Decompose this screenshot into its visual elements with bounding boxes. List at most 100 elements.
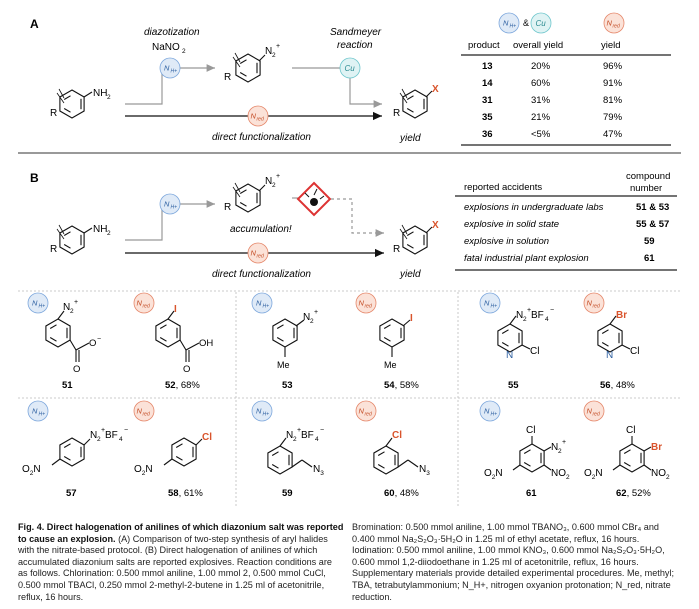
table-row: 36<5%47% [482, 129, 623, 140]
svg-text:59: 59 [644, 236, 655, 247]
svg-text:Me: Me [384, 360, 397, 370]
svg-text:N: N [286, 430, 293, 441]
compound-62: Cl Br NO2 O2N [584, 425, 670, 481]
arrow-sandmeyer [292, 67, 382, 108]
svg-text:2: 2 [310, 318, 314, 325]
panel-a-label: A [30, 17, 39, 31]
compound-58: Cl O2N [134, 432, 212, 477]
svg-text:20%: 20% [531, 61, 551, 72]
svg-text:NH: NH [93, 224, 107, 235]
svg-text:+: + [276, 43, 280, 50]
svg-text:BF: BF [105, 430, 118, 441]
svg-text:N: N [303, 312, 310, 323]
svg-text:product: product [468, 40, 500, 51]
nh-badge [479, 292, 501, 314]
compound-55: N 2 + BF 4 − Cl N [497, 307, 554, 361]
svg-text:N3: N3 [313, 464, 324, 477]
svg-text:2: 2 [107, 230, 111, 237]
compound-53: N 2 + Me [272, 309, 318, 370]
accident-table: reported accidents compound number explo… [455, 171, 677, 271]
panel-b-label: B [30, 171, 39, 185]
aniline-a: R NH 2 [50, 88, 111, 119]
svg-text:I: I [410, 313, 413, 324]
svg-text:N: N [551, 442, 558, 453]
figure-caption-right: Bromination: 0.500 mmol aniline, 1.00 mm… [352, 522, 674, 602]
aryl-halide-a: R X [393, 84, 439, 119]
cu-badge [339, 57, 361, 79]
reagent-sub: 2 [182, 48, 186, 55]
svg-text:31%: 31% [531, 95, 551, 106]
sandmeyer-label-1: Sandmeyer [330, 27, 382, 38]
svg-text:51 & 53: 51 & 53 [636, 202, 669, 213]
svg-text:R: R [224, 202, 231, 213]
compound-54: I Me [379, 313, 413, 370]
svg-text:2: 2 [523, 316, 527, 323]
svg-text:+: + [527, 307, 531, 314]
nred-badge [583, 400, 605, 422]
svg-text:I: I [174, 304, 177, 315]
svg-text:N: N [506, 350, 513, 361]
arrow-diazotization-b [125, 200, 215, 241]
nh-badge [27, 400, 49, 422]
svg-text:Cl: Cl [630, 346, 639, 357]
diazonium-a: R N 2 + [224, 43, 280, 83]
svg-text:61: 61 [644, 253, 655, 264]
svg-text:N3: N3 [419, 464, 430, 477]
nh-badge [27, 292, 49, 314]
svg-text:R: R [50, 108, 57, 119]
svg-text:Cl: Cl [202, 432, 212, 443]
nh-badge [159, 57, 181, 79]
svg-text:−: − [124, 427, 128, 434]
svg-text:N: N [606, 350, 613, 361]
svg-text:4: 4 [119, 436, 123, 443]
nh-badge [251, 292, 273, 314]
svg-text:−: − [97, 336, 101, 343]
aryl-halide-b: R X [393, 220, 439, 255]
accumulation-label: accumulation! [230, 224, 292, 235]
svg-text:O2N: O2N [22, 464, 41, 477]
svg-text:2: 2 [107, 94, 111, 101]
svg-text:O2N: O2N [484, 468, 503, 481]
svg-text:+: + [314, 309, 318, 316]
svg-text:BF: BF [531, 310, 544, 321]
svg-text:overall yield: overall yield [513, 40, 563, 51]
svg-text:2: 2 [293, 436, 297, 443]
svg-text:Cl: Cl [392, 430, 402, 441]
nred-badge [247, 242, 269, 264]
svg-text:4: 4 [545, 316, 549, 323]
direct-functionalization-b: direct functionalization [212, 269, 311, 280]
svg-text:N: N [516, 310, 523, 321]
svg-text:35: 35 [482, 112, 493, 123]
svg-text:N: N [265, 176, 272, 187]
svg-text:Me: Me [277, 360, 290, 370]
svg-text:2: 2 [272, 52, 276, 59]
svg-text:47%: 47% [603, 129, 623, 140]
compound-52: I OH O [155, 304, 213, 375]
svg-text:Cl: Cl [626, 425, 635, 436]
compound-label-58: 58, 61% [168, 488, 203, 499]
svg-text:96%: 96% [603, 61, 623, 72]
compound-51: N 2 + O − O [45, 299, 101, 375]
nred-badge [583, 292, 605, 314]
figure-caption-left: Fig. 4. Direct halogenation of anilines … [18, 522, 344, 603]
arrow-diazotization [125, 64, 215, 105]
compound-label-60: 60, 48% [384, 488, 419, 499]
svg-text:−: − [550, 307, 554, 314]
svg-text:4: 4 [315, 436, 319, 443]
svg-text:O2N: O2N [584, 468, 603, 481]
direct-functionalization-a: direct functionalization [212, 132, 311, 143]
svg-text:N: N [90, 430, 97, 441]
diazonium-b: R N 2 + [224, 173, 280, 213]
svg-text:R: R [393, 108, 400, 119]
svg-text:60%: 60% [531, 78, 551, 89]
compound-label-61: 61 [526, 488, 537, 499]
yield-label-b: yield [399, 269, 421, 280]
svg-text:31: 31 [482, 95, 493, 106]
